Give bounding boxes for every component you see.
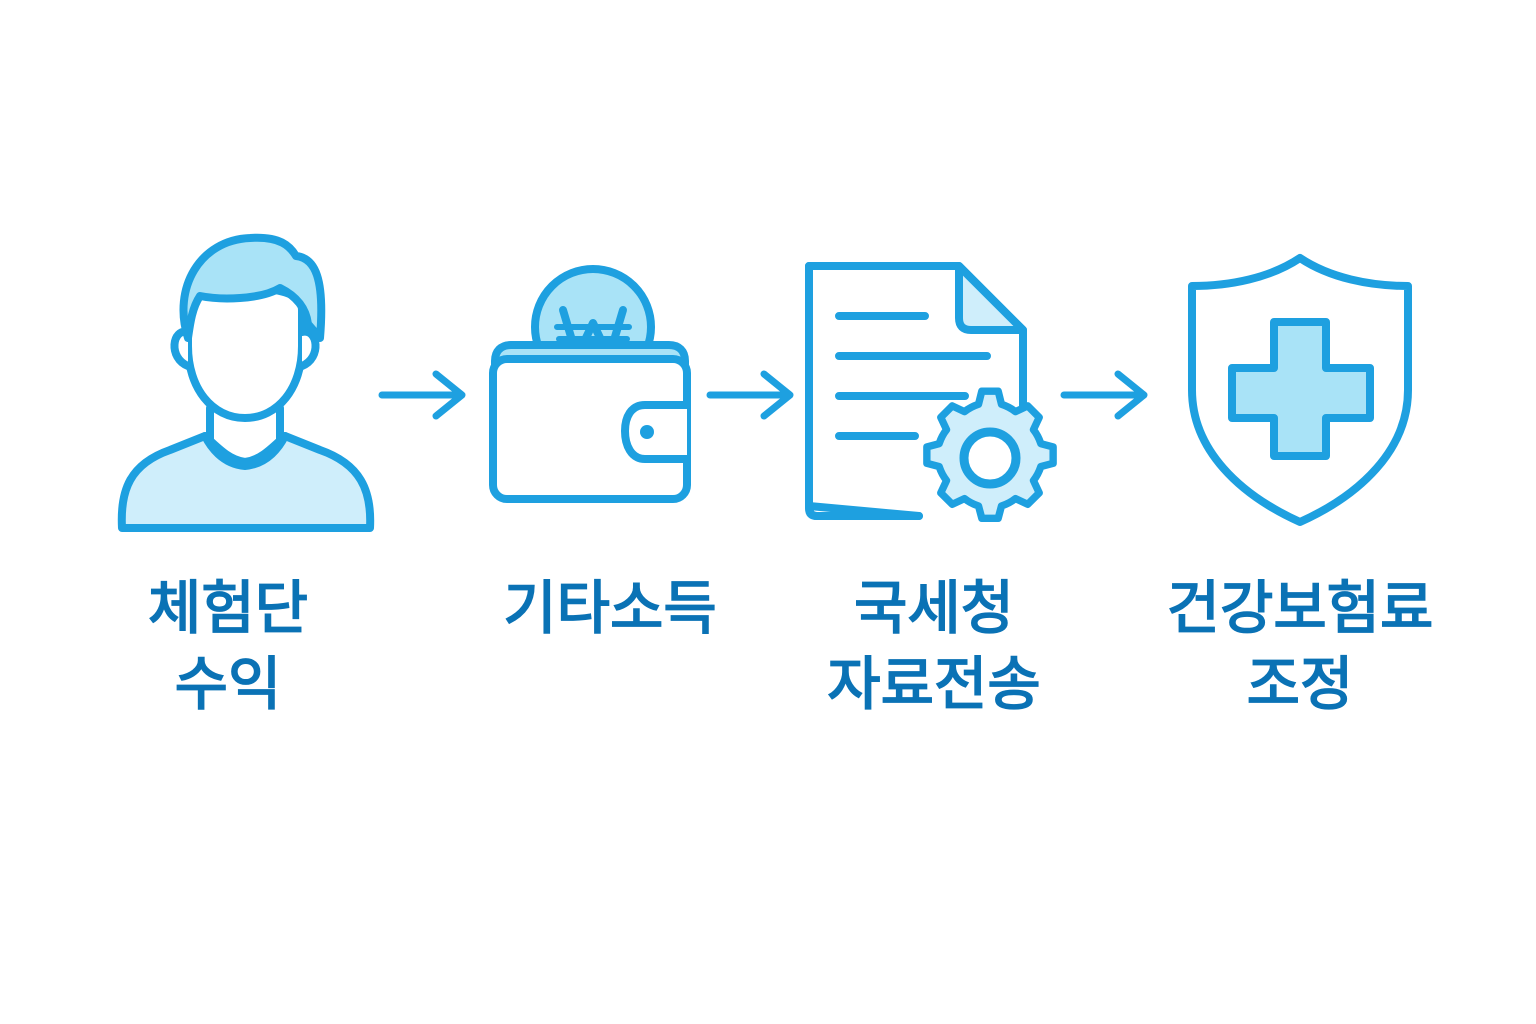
arrow-right-icon bbox=[378, 370, 468, 420]
arrow-right-icon bbox=[1060, 370, 1150, 420]
step-label-line: 체험단 bbox=[147, 574, 309, 642]
step-label-line: 건강보험료 bbox=[1166, 574, 1434, 642]
arrow-right-icon bbox=[706, 370, 796, 420]
step-label-line: 자료전송 bbox=[827, 650, 1041, 718]
wallet-won-coin-icon bbox=[485, 265, 695, 510]
step-label-line: 국세청 bbox=[853, 574, 1015, 642]
step-label-line: 조정 bbox=[1246, 650, 1354, 718]
step-label-1: 체험단 수익 bbox=[58, 570, 398, 722]
step-label-3: 국세청 자료전송 bbox=[764, 570, 1104, 722]
step-label-2: 기타소득 bbox=[440, 570, 780, 646]
shield-cross-icon bbox=[1180, 250, 1420, 530]
step-label-line: 기타소득 bbox=[503, 574, 717, 642]
step-label-line: 수익 bbox=[174, 650, 282, 718]
document-gear-icon bbox=[795, 258, 1070, 533]
step-label-4: 건강보험료 조정 bbox=[1130, 570, 1470, 722]
person-icon bbox=[110, 228, 380, 538]
